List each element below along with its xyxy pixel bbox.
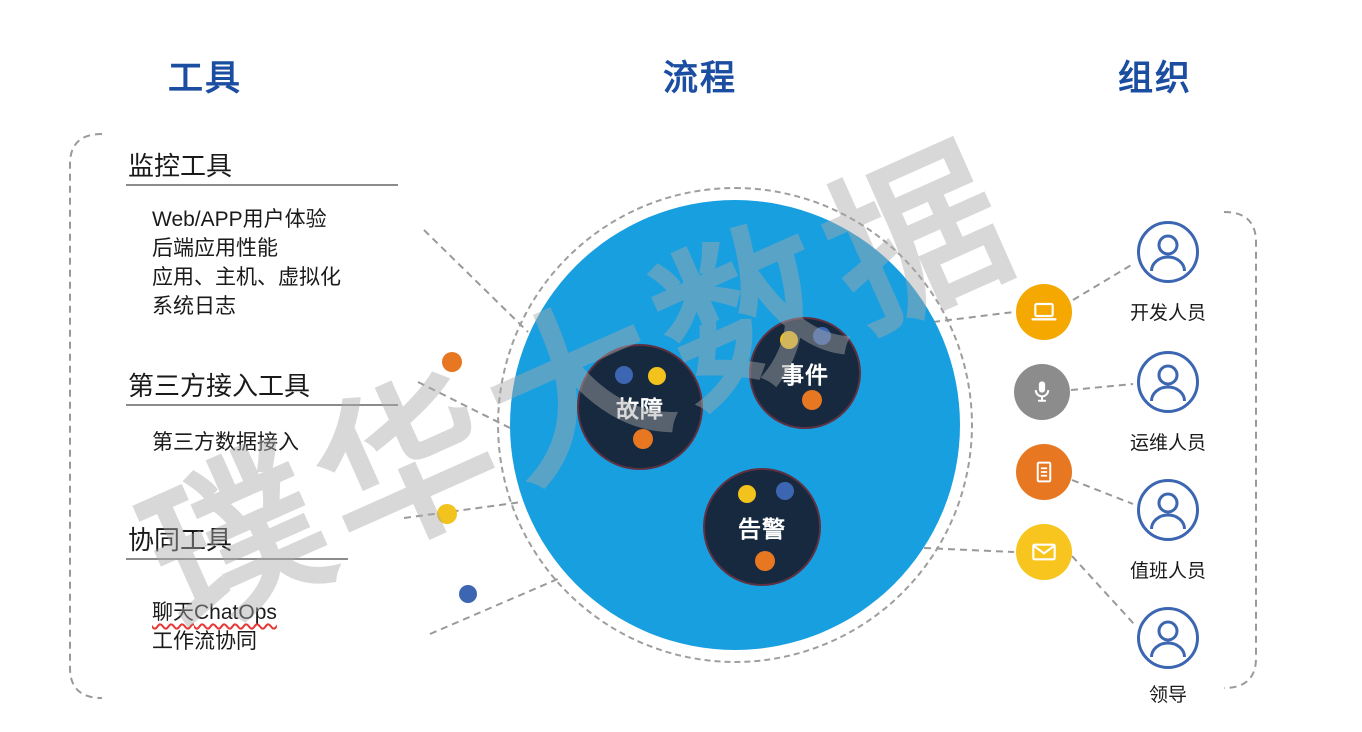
monitoring-items: Web/APP用户体验 后端应用性能 应用、主机、虚拟化 系统日志	[152, 205, 341, 321]
role-label-leader: 领导	[1148, 685, 1187, 706]
list-item: Web/APP用户体验	[152, 208, 327, 231]
section-title-collaboration: 协同工具	[128, 525, 233, 555]
role-label-operations: 运维人员	[1129, 433, 1206, 454]
column-header-organization: 组织	[1118, 59, 1193, 98]
core-process-circle	[510, 200, 960, 650]
role-label-developer: 开发人员	[1129, 303, 1206, 324]
connector-envelope-to-leader	[1071, 555, 1135, 625]
thirdparty-items: 第三方数据接入	[152, 428, 299, 457]
bubble-event: 事件	[749, 317, 861, 429]
bubble-alert: 告警	[703, 468, 821, 586]
list-item-chatops: 聊天ChatOps	[152, 598, 277, 627]
orange-dot	[442, 352, 462, 372]
left-bracket	[69, 133, 103, 699]
person-icon	[1137, 607, 1199, 669]
bubble-fault: 故障	[577, 344, 703, 470]
chatops-word: ChatOps	[194, 601, 277, 624]
channel-laptop	[1016, 284, 1072, 340]
bubble-label-event: 事件	[781, 362, 829, 388]
person-icon	[1137, 351, 1199, 413]
connector-thirdparty-to-core	[417, 381, 511, 429]
person-icon	[1137, 479, 1199, 541]
connector-collab-to-core	[403, 501, 523, 519]
connector-monitoring-to-core	[423, 229, 529, 333]
connector-chatops-to-core	[429, 577, 561, 635]
list-item: 工作流协同	[152, 630, 257, 653]
person-icon	[1137, 221, 1199, 283]
blue-dot	[459, 585, 477, 603]
role-operations	[1136, 350, 1200, 419]
section-underline-monitoring	[126, 184, 398, 186]
orange-dot	[802, 390, 822, 410]
section-underline-thirdparty	[126, 404, 398, 406]
bubble-label-alert: 告警	[738, 516, 786, 542]
bubble-label-fault: 故障	[616, 396, 664, 422]
yellow-dot	[648, 367, 666, 385]
right-bracket	[1223, 211, 1257, 689]
list-item: 应用、主机、虚拟化	[152, 266, 341, 289]
connector-laptop-to-developer	[1072, 263, 1134, 301]
role-leader	[1136, 606, 1200, 675]
role-duty	[1136, 478, 1200, 547]
channel-envelope	[1016, 524, 1072, 580]
connector-core-to-envelope	[923, 547, 1015, 553]
list-item: 第三方数据接入	[152, 431, 299, 454]
connector-mic-to-ops	[1070, 383, 1134, 391]
orange-dot	[755, 551, 775, 571]
channel-document	[1016, 444, 1072, 500]
envelope-icon	[1032, 543, 1056, 561]
microphone-icon	[1034, 381, 1050, 402]
yellow-dot	[738, 485, 756, 503]
chatops-prefix: 聊天	[152, 601, 194, 624]
role-label-duty: 值班人员	[1129, 561, 1206, 582]
blue-dot	[813, 327, 831, 345]
document-icon	[1036, 461, 1052, 483]
section-underline-collaboration	[126, 558, 348, 560]
section-title-thirdparty: 第三方接入工具	[128, 371, 311, 401]
column-header-tools: 工具	[168, 59, 243, 98]
collaboration-items: 聊天ChatOps 工作流协同	[152, 598, 277, 656]
list-item: 系统日志	[152, 295, 236, 318]
laptop-icon	[1031, 302, 1057, 321]
column-header-process: 流程	[663, 59, 738, 98]
core-circle-dashed-ring	[497, 187, 973, 663]
channel-microphone	[1014, 364, 1070, 420]
blue-dot	[776, 482, 794, 500]
blue-dot	[615, 366, 633, 384]
role-developer	[1136, 220, 1200, 289]
orange-dot	[633, 429, 653, 449]
connector-doc-to-duty	[1071, 479, 1134, 505]
yellow-dot	[780, 331, 798, 349]
yellow-dot	[437, 504, 457, 524]
list-item: 后端应用性能	[152, 237, 278, 260]
section-title-monitoring: 监控工具	[128, 151, 233, 181]
